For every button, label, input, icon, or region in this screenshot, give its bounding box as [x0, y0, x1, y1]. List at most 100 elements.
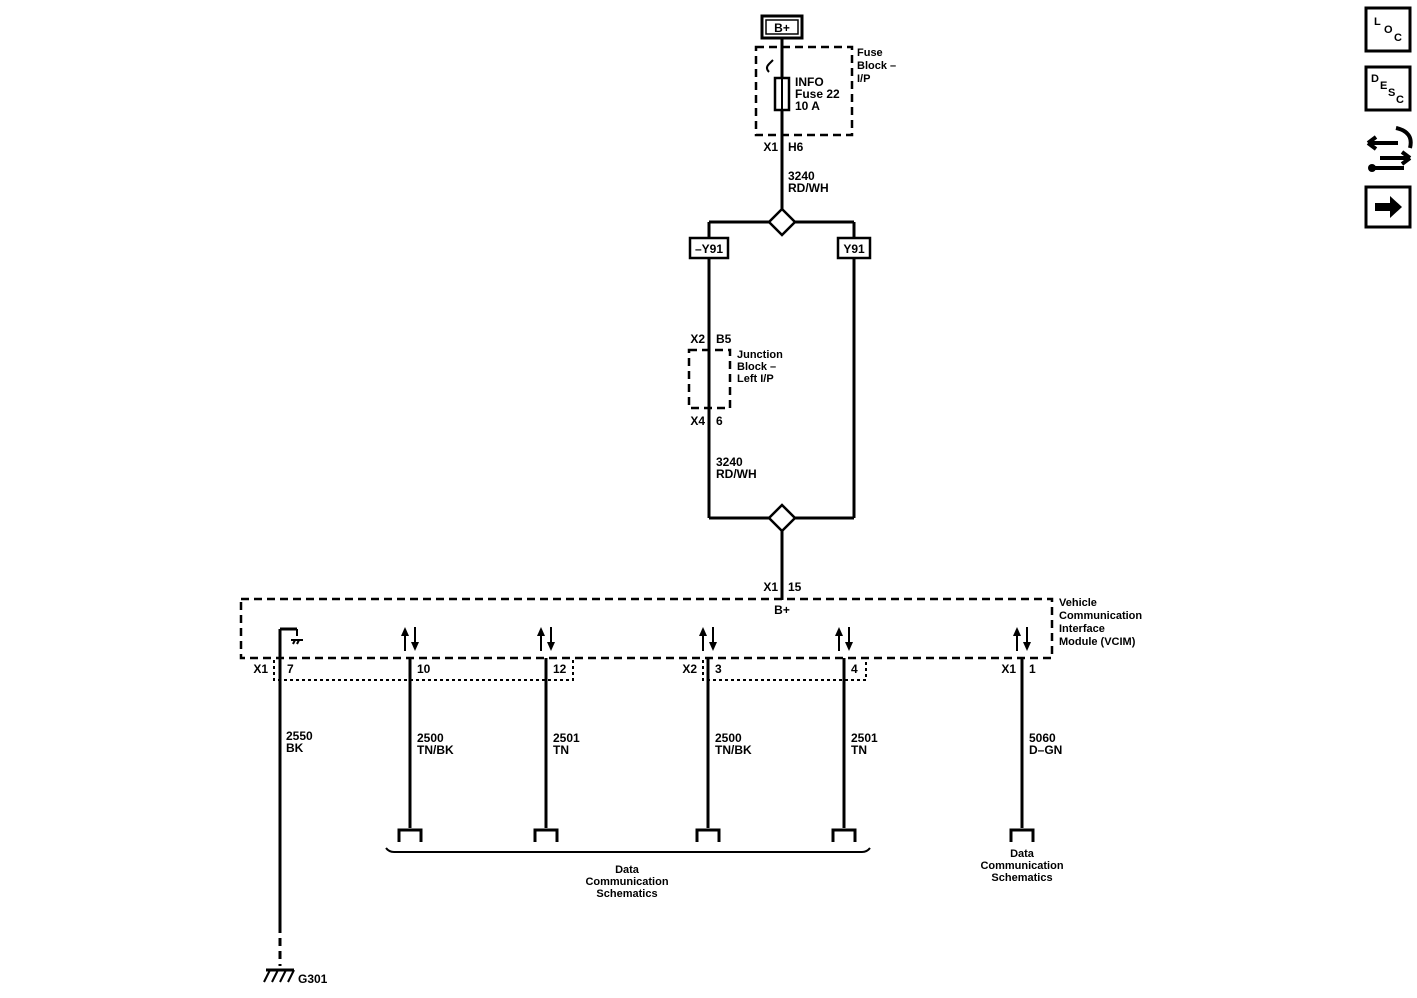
connector-view-icon[interactable] [1366, 126, 1413, 172]
data-arrows-pin-10 [401, 627, 419, 651]
svg-text:10 A: 10 A [795, 99, 820, 113]
pin-7-conn: X1 [253, 662, 268, 676]
splice-top-icon [767, 207, 797, 237]
svg-text:D–GN: D–GN [1029, 743, 1062, 757]
svg-text:2500: 2500 [417, 731, 444, 745]
svg-text:Communication: Communication [1059, 610, 1142, 622]
power-label: B+ [774, 21, 790, 35]
svg-text:TN: TN [851, 743, 867, 757]
pin-12-number: 12 [553, 662, 567, 676]
svg-text:D: D [1371, 73, 1379, 85]
svg-text:Junction: Junction [737, 349, 783, 361]
wire-label-pin-12: 2501 TN [553, 731, 580, 757]
svg-text:I/P: I/P [857, 73, 870, 85]
svg-text:Module (VCIM): Module (VCIM) [1059, 636, 1136, 648]
fuse-label: INFO Fuse 22 10 A [795, 75, 840, 113]
pin-7-number: 7 [287, 662, 294, 676]
svg-text:Data: Data [615, 864, 640, 876]
vcim-power-conn: X1 [763, 580, 778, 594]
fuse-hook-icon [766, 59, 774, 73]
desc-button[interactable]: D E S C [1364, 65, 1412, 112]
svg-text:O: O [1384, 24, 1393, 36]
power-source-b-plus: B+ [760, 14, 804, 40]
pin-4-number: 4 [851, 662, 858, 676]
junction-block-outline [687, 348, 732, 410]
ref-stub-pin-1-icon [1009, 828, 1035, 842]
svg-text:Schematics: Schematics [596, 888, 657, 900]
wire-top-circuit: 3240 [788, 169, 815, 183]
next-arrow-button[interactable] [1364, 185, 1412, 229]
pin-10-number: 10 [417, 662, 431, 676]
ground-label: G301 [298, 972, 328, 986]
wire-label-pin-1: 5060 D–GN [1029, 731, 1062, 757]
svg-text:TN: TN [553, 743, 569, 757]
svg-text:BK: BK [286, 741, 304, 755]
data-arrows-pin-4 [835, 627, 853, 651]
ref-stub-pin-4-icon [831, 828, 857, 842]
wire-label-pin-10: 2500 TN/BK [417, 731, 454, 757]
svg-text:Left I/P: Left I/P [737, 373, 774, 385]
pin-3-number: 3 [715, 662, 722, 676]
ref-stub-pin-12-icon [533, 828, 559, 842]
junction-conn-bottom: X4 [690, 414, 705, 428]
wire-mid-circuit: 3240 [716, 455, 743, 469]
svg-text:Vehicle: Vehicle [1059, 597, 1097, 609]
svg-text:Block –: Block – [857, 60, 896, 72]
vcim-supply-label: B+ [774, 603, 790, 617]
pin-1-conn: X1 [1001, 662, 1016, 676]
data-arrows-pin-3 [699, 627, 717, 651]
junction-block-label: Junction Block – Left I/P [737, 349, 783, 385]
svg-text:L: L [1374, 16, 1381, 28]
vcim-module-outline [239, 597, 1054, 660]
connector-x2-outline [702, 660, 867, 681]
svg-text:Interface: Interface [1059, 623, 1105, 635]
svg-text:2500: 2500 [715, 731, 742, 745]
ref-link-data-communication-left[interactable]: Data Communication Schematics [585, 864, 668, 900]
fuse-connector: X1 [763, 140, 778, 154]
svg-text:Fuse: Fuse [857, 47, 883, 59]
vcim-power-pin: 15 [788, 580, 802, 594]
fuse-block-label: Fuse Block – I/P [857, 47, 896, 85]
svg-text:Communication: Communication [585, 876, 668, 888]
fuse-pin: H6 [788, 140, 804, 154]
option-left-box: –Y91 [688, 236, 730, 260]
svg-text:Block –: Block – [737, 361, 776, 373]
svg-text:Fuse 22: Fuse 22 [795, 87, 840, 101]
data-arrows-pin-12 [537, 627, 555, 651]
svg-text:Data: Data [1010, 848, 1035, 860]
junction-conn-top: X2 [690, 332, 705, 346]
data-arrows-pin-1 [1013, 627, 1031, 651]
wire-label-pin-4: 2501 TN [851, 731, 878, 757]
vcim-module-label: Vehicle Communication Interface Module (… [1059, 597, 1142, 648]
loc-button[interactable]: L O C [1364, 6, 1412, 53]
svg-text:TN/BK: TN/BK [417, 743, 454, 757]
svg-text:Y91: Y91 [843, 242, 865, 256]
svg-text:E: E [1380, 80, 1387, 92]
junction-pin-bottom: 6 [716, 414, 723, 428]
wire-label-pin-3: 2500 TN/BK [715, 731, 752, 757]
ref-group-brace [385, 847, 871, 853]
splice-bottom-icon [767, 503, 797, 533]
svg-text:2550: 2550 [286, 729, 313, 743]
ref-stub-pin-3-icon [695, 828, 721, 842]
wire-top-color: RD/WH [788, 181, 829, 195]
svg-text:2501: 2501 [553, 731, 580, 745]
pin-3-conn: X2 [682, 662, 697, 676]
ground-g301-icon [263, 968, 295, 983]
svg-text:S: S [1388, 87, 1395, 99]
ref-stub-pin-10-icon [397, 828, 423, 842]
svg-text:C: C [1396, 94, 1404, 106]
pin-1-number: 1 [1029, 662, 1036, 676]
connector-x1-outline [273, 660, 574, 681]
svg-text:TN/BK: TN/BK [715, 743, 752, 757]
option-right-box: Y91 [836, 236, 872, 260]
ref-link-data-communication-right[interactable]: Data Communication Schematics [980, 848, 1063, 884]
svg-text:5060: 5060 [1029, 731, 1056, 745]
junction-pin-top: B5 [716, 332, 732, 346]
svg-text:–Y91: –Y91 [695, 242, 723, 256]
svg-text:C: C [1394, 32, 1402, 44]
svg-text:Communication: Communication [980, 860, 1063, 872]
wire-mid-color: RD/WH [716, 467, 757, 481]
wire-label-pin-7: 2550 BK [286, 729, 313, 755]
